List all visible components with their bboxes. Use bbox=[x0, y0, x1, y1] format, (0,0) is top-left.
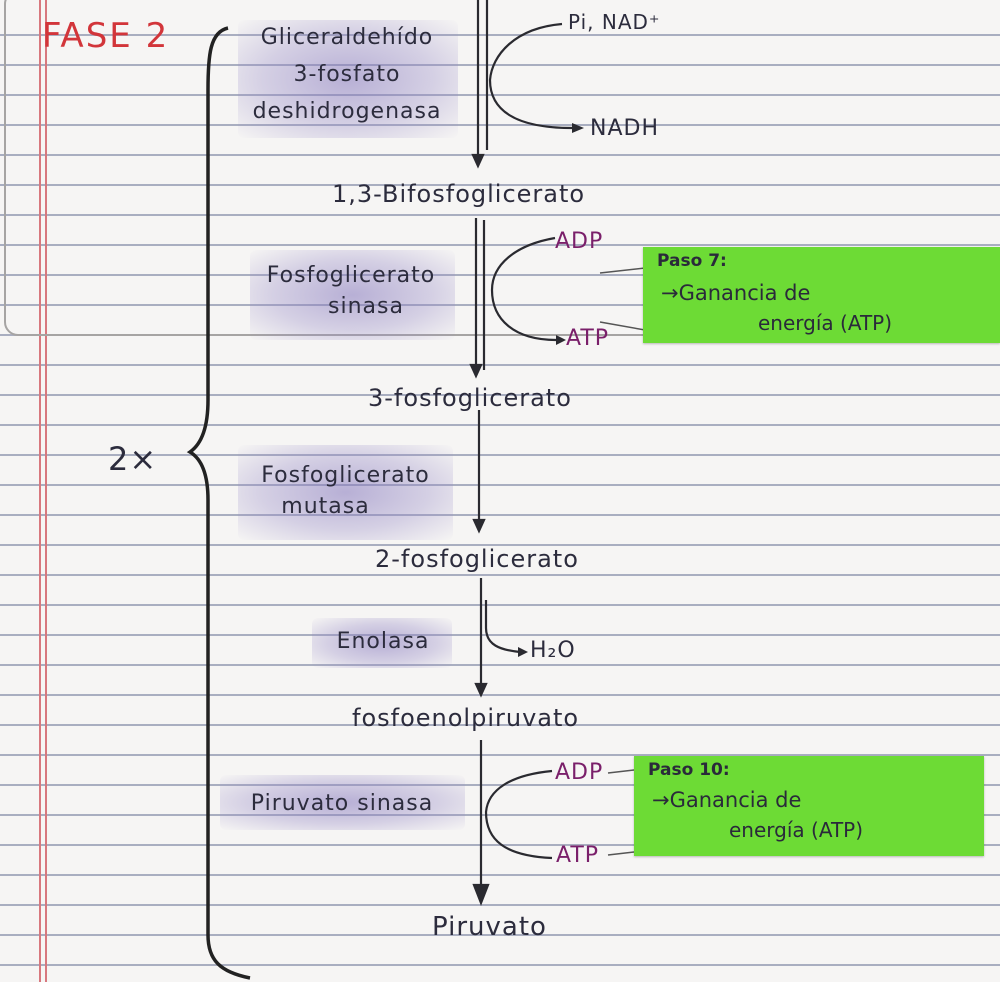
enzyme-line: deshidrogenasa bbox=[252, 99, 442, 124]
enzyme-line: sinasa bbox=[328, 294, 404, 319]
arc-step2 bbox=[490, 236, 557, 342]
sticky-note-step7: Paso 7: →Ganancia de energía (ATP) bbox=[643, 247, 1000, 343]
page-edge bbox=[4, 0, 1000, 336]
product-step1: 1,3-Bifosfoglicerato bbox=[332, 180, 586, 208]
input-step5: ADP bbox=[555, 760, 604, 785]
enzyme-line: Gliceraldehído bbox=[260, 25, 434, 50]
input-step1: Pi, NAD⁺ bbox=[568, 10, 661, 34]
output-step4: H₂O bbox=[530, 638, 576, 663]
output-step5: ATP bbox=[556, 843, 600, 868]
arc-enolasa bbox=[484, 600, 521, 654]
output-step2: ATP bbox=[566, 326, 610, 351]
note-line2: energía (ATP) bbox=[729, 818, 864, 842]
product-step4: fosfoenolpiruvato bbox=[352, 704, 580, 732]
enzyme-step4: Enolasa bbox=[318, 628, 448, 655]
arc-step1 bbox=[488, 22, 573, 130]
enzyme-line: 3-fosfato bbox=[293, 62, 401, 87]
enzyme-step1: Gliceraldehído 3-fosfato deshidrogenasa bbox=[236, 24, 458, 125]
note-line2: energía (ATP) bbox=[758, 311, 893, 335]
enzyme-highlight bbox=[238, 20, 458, 138]
enzyme-line: mutasa bbox=[281, 494, 370, 519]
enzyme-step2: Fosfoglicerato sinasa bbox=[246, 262, 456, 320]
enzyme-line: Piruvato sinasa bbox=[250, 791, 434, 816]
product-step3: 2-fosfoglicerato bbox=[375, 545, 579, 573]
note-title: Paso 7: bbox=[657, 251, 727, 271]
input-step2: ADP bbox=[555, 229, 604, 254]
note-line1: →Ganancia de bbox=[652, 788, 802, 812]
note-title: Paso 10: bbox=[648, 760, 730, 780]
output-step1: NADH bbox=[590, 116, 659, 141]
margin-line-left bbox=[39, 0, 41, 982]
enzyme-line: Enolasa bbox=[336, 629, 430, 654]
margin-line-right bbox=[45, 0, 47, 982]
note-line1: →Ganancia de bbox=[661, 281, 811, 305]
arc-step5 bbox=[484, 769, 553, 860]
sticky-note-step10: Paso 10: →Ganancia de energía (ATP) bbox=[634, 756, 984, 856]
enzyme-line: Fosfoglicerato bbox=[261, 463, 430, 488]
enzyme-highlight bbox=[220, 775, 465, 830]
enzyme-step5: Piruvato sinasa bbox=[222, 790, 462, 817]
product-step2: 3-fosfoglicerato bbox=[368, 384, 572, 412]
enzyme-highlight bbox=[250, 250, 455, 340]
multiplier-label: 2× bbox=[108, 440, 158, 478]
product-step5: Piruvato bbox=[432, 912, 547, 942]
phase-title: FASE 2 bbox=[42, 16, 170, 56]
enzyme-highlight bbox=[238, 445, 453, 540]
curly-brace bbox=[186, 26, 251, 980]
enzyme-line: Fosfoglicerato bbox=[266, 263, 436, 288]
enzyme-highlight bbox=[312, 618, 452, 668]
enzyme-step3: Fosfoglicerato mutasa bbox=[238, 462, 453, 520]
